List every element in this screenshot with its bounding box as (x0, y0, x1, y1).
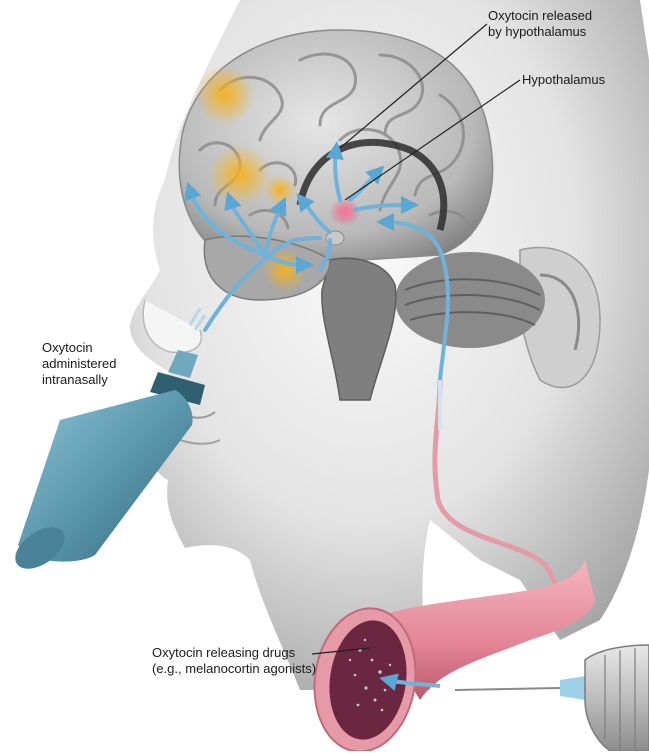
label-administered-intranasally: Oxytocin administered intranasally (42, 340, 116, 388)
label-hypothalamus: Hypothalamus (522, 72, 605, 88)
label-line: Oxytocin (42, 340, 116, 356)
label-line: (e.g., melanocortin agonists) (152, 661, 316, 677)
syringe (455, 645, 649, 751)
active-region (208, 145, 272, 205)
active-region (264, 175, 296, 205)
label-line: by hypothalamus (488, 24, 592, 40)
label-line: Oxytocin released (488, 8, 592, 24)
label-oxytocin-released: Oxytocin released by hypothalamus (488, 8, 592, 40)
label-line: Oxytocin releasing drugs (152, 645, 316, 661)
label-line: Hypothalamus (522, 72, 605, 88)
label-line: intranasally (42, 372, 116, 388)
hypothalamus-region (329, 198, 361, 226)
label-releasing-drugs: Oxytocin releasing drugs (e.g., melanoco… (152, 645, 316, 677)
label-line: administered (42, 356, 116, 372)
active-region (195, 65, 255, 125)
